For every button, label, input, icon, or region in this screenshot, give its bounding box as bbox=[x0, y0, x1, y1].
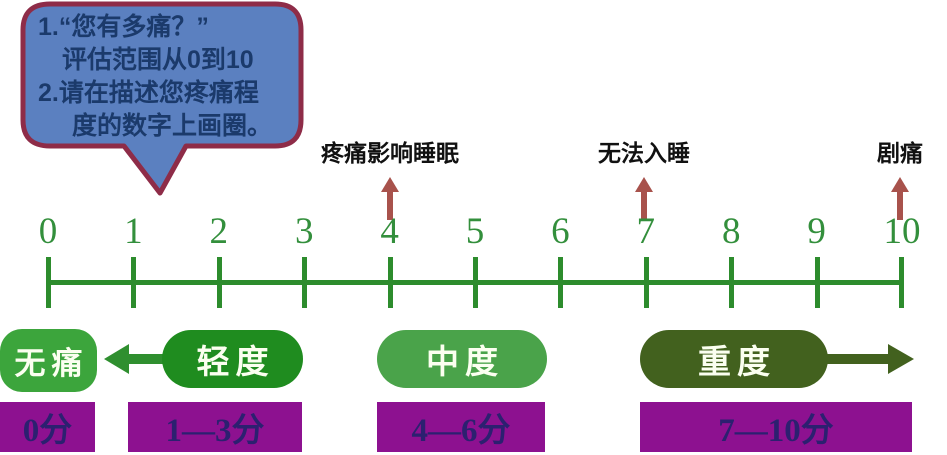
scale-number-6: 6 bbox=[551, 211, 570, 252]
category-label: 重度 bbox=[698, 343, 776, 380]
up-arrow-icon bbox=[635, 177, 653, 220]
scale-tick-2 bbox=[216, 257, 222, 308]
left-arrow-icon bbox=[104, 344, 164, 374]
score-range-label: 1—3分 bbox=[165, 413, 265, 449]
score-range-no-pain: 0分 bbox=[0, 402, 95, 452]
right-arrow-icon bbox=[824, 344, 914, 374]
annotation-label: 无法入睡 bbox=[598, 140, 690, 166]
scale-tick-1 bbox=[131, 257, 137, 308]
category-label: 无痛 bbox=[14, 346, 89, 381]
category-moderate: 中度 bbox=[377, 330, 547, 388]
score-range-mild: 1—3分 bbox=[128, 402, 302, 452]
up-arrow-icon bbox=[381, 177, 399, 220]
scale-tick-4 bbox=[387, 257, 393, 308]
scale-number-8: 8 bbox=[721, 211, 741, 252]
category-label: 中度 bbox=[426, 343, 504, 380]
annotation-label: 剧痛 bbox=[877, 140, 923, 166]
scale-number-10: 10 bbox=[883, 211, 921, 252]
speech-bubble: 1.“您有多痛？” 评估范围从0到10 2.请在描述您疼痛程 度的数字上画圈。 bbox=[38, 11, 296, 143]
scale-number-4: 4 bbox=[380, 211, 399, 252]
scale-tick-5 bbox=[473, 257, 478, 308]
bubble-line-4: 度的数字上画圈。 bbox=[72, 112, 273, 140]
category-label: 轻度 bbox=[196, 343, 275, 380]
bubble-line-3: 2.请在描述您疼痛程 bbox=[38, 79, 259, 107]
scale-number-2: 2 bbox=[209, 211, 229, 252]
scale-tick-9 bbox=[814, 257, 820, 308]
scale-tick-3 bbox=[302, 257, 308, 308]
scale-number-1: 1 bbox=[124, 211, 143, 252]
scale-tick-6 bbox=[558, 257, 564, 308]
bubble-line-1: 1.“您有多痛？” bbox=[38, 13, 209, 41]
scale-number-7: 7 bbox=[636, 211, 656, 252]
numeric-rating-scale: 0 1 2 3 4 5 6 7 8 9 10 bbox=[39, 210, 921, 310]
scale-tick-8 bbox=[729, 257, 735, 308]
annotation-label: 疼痛影响睡眠 bbox=[321, 140, 459, 166]
scale-number-3: 3 bbox=[294, 211, 314, 252]
category-severe: 重度 bbox=[640, 330, 828, 388]
scale-tick-10 bbox=[899, 257, 904, 308]
score-range-label: 7—10分 bbox=[718, 413, 834, 449]
score-range-severe: 7—10分 bbox=[640, 402, 912, 452]
annotation-severe-pain: 剧痛 bbox=[877, 134, 923, 220]
scale-number-0: 0 bbox=[38, 211, 58, 252]
category-no-pain: 无痛 bbox=[0, 329, 97, 392]
scale-number-9: 9 bbox=[807, 211, 826, 252]
bubble-line-2: 评估范围从0到10 bbox=[62, 46, 254, 74]
score-range-label: 0分 bbox=[22, 413, 73, 449]
annotation-pain-affects-sleep: 疼痛影响睡眠 bbox=[321, 134, 459, 220]
scale-tick-7 bbox=[643, 257, 649, 308]
score-range-moderate: 4—6分 bbox=[377, 402, 545, 452]
annotation-unable-to-sleep: 无法入睡 bbox=[598, 134, 690, 220]
score-range-label: 4—6分 bbox=[411, 413, 511, 449]
scale-number-5: 5 bbox=[465, 211, 485, 252]
speech-bubble-shape bbox=[20, 1, 304, 196]
category-mild: 轻度 bbox=[162, 330, 303, 388]
up-arrow-icon bbox=[891, 177, 909, 220]
scale-tick-0 bbox=[46, 257, 51, 308]
